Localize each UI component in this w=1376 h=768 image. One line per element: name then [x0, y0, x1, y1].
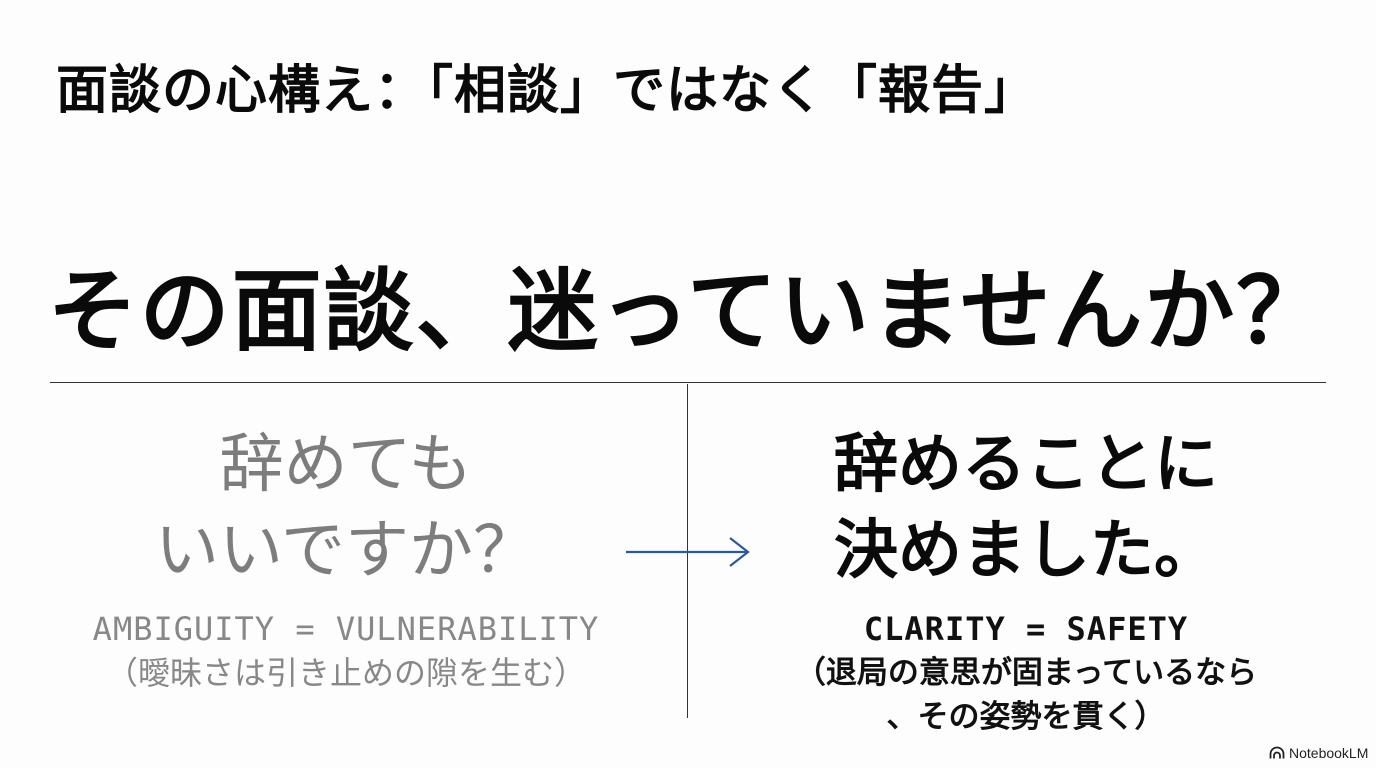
left-main-line-1: 辞めても [219, 428, 473, 502]
slide-headline: その面談、迷っていませんか？ [47, 259, 1329, 364]
notebooklm-logo-icon [1269, 746, 1285, 759]
right-main-line-1: 辞めることに [834, 428, 1218, 502]
right-sub-line-2: （退局の意思が固まっているなら [794, 655, 1258, 691]
right-sub-line-3: 、その姿勢を貫く） [886, 699, 1166, 735]
left-main-line-2: いいですか？ [154, 514, 538, 588]
slide-title: 面談の心構え：「相談」ではなく「報告」 [56, 61, 1038, 121]
left-main-text: 辞めても いいですか？ [40, 422, 652, 594]
right-main-line-2: 決めました。 [834, 514, 1218, 588]
right-main-text: 辞めることに 決めました。 [720, 422, 1332, 594]
left-sub-line-2: （曖昧さは引き止めの隙を生む） [105, 654, 586, 692]
right-subtext: CLARITY = SAFETY （退局の意思が固まっているなら 、その姿勢を貫… [720, 607, 1332, 739]
notebooklm-branding: NotebookLM [1269, 744, 1368, 762]
left-subtext: AMBIGUITY = VULNERABILITY （曖昧さは引き止めの隙を生む… [40, 607, 652, 695]
right-sub-line-1: CLARITY = SAFETY [863, 610, 1189, 648]
horizontal-divider [50, 382, 1326, 383]
right-arrow-icon [626, 537, 750, 567]
branding-label: NotebookLM [1289, 745, 1369, 761]
left-sub-line-1: AMBIGUITY = VULNERABILITY [92, 610, 600, 648]
